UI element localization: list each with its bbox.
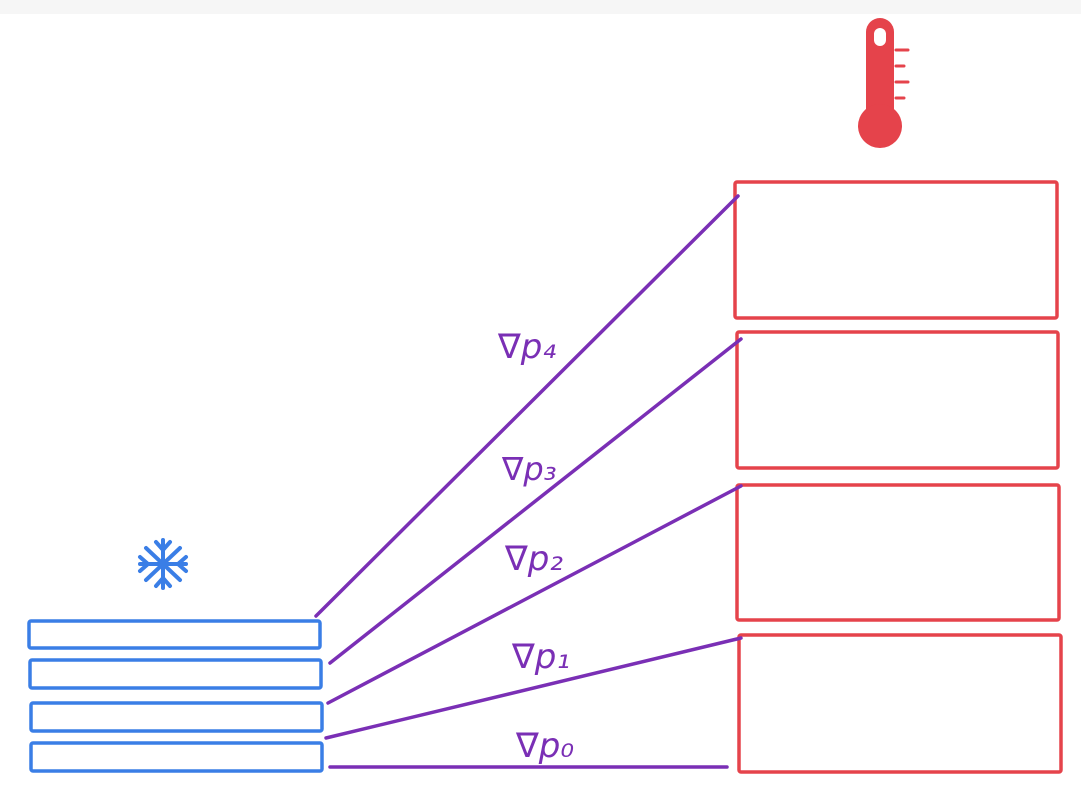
snowflake-icon <box>138 538 188 590</box>
label-grad-p1: ∇p₁ <box>511 637 570 677</box>
cold-slab-1 <box>29 741 324 773</box>
label-grad-p4: ∇p₄ <box>497 327 556 367</box>
cold-slab-4 <box>27 619 322 650</box>
top-shadow <box>0 0 1081 14</box>
gradient-line-3 <box>328 337 743 665</box>
hot-box-4 <box>733 180 1059 320</box>
gradient-line-1 <box>324 636 743 740</box>
cold-slab-2 <box>29 701 324 733</box>
label-grad-p3: ∇p₃ <box>501 450 557 488</box>
hot-box-2 <box>735 483 1061 622</box>
gradient-line-2 <box>326 484 743 705</box>
label-grad-p2: ∇p₂ <box>504 539 563 579</box>
hot-box-3 <box>735 330 1060 470</box>
hot-box-1 <box>737 633 1063 774</box>
gradient-line-4 <box>314 194 740 618</box>
thermometer-icon <box>858 18 910 148</box>
cold-slab-3 <box>28 658 323 690</box>
label-grad-p0: ∇p₀ <box>515 726 574 766</box>
